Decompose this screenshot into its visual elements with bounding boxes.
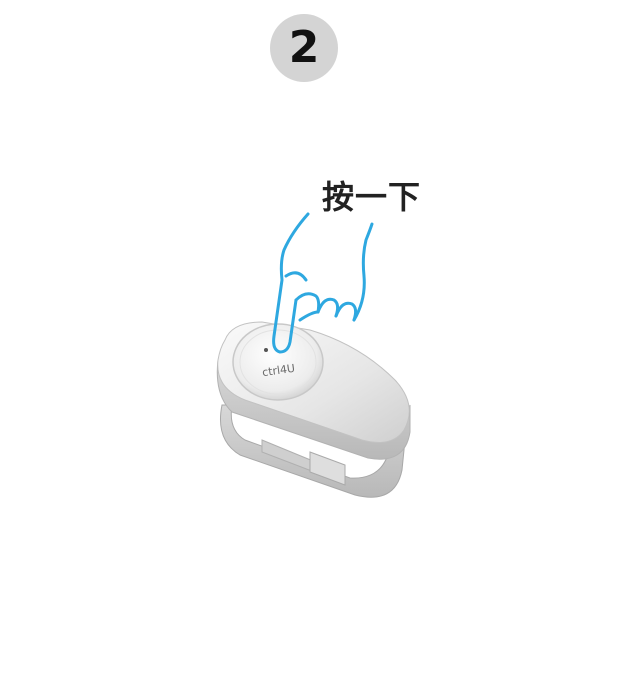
- instruction-label: 按一下: [322, 178, 422, 216]
- step-badge: 2: [270, 14, 338, 82]
- pointing-hand-icon: [272, 212, 374, 354]
- clip-device-icon: ctrl4U: [216, 321, 411, 498]
- device-logo: ctrl4U: [261, 362, 295, 379]
- step-number: 2: [288, 22, 320, 73]
